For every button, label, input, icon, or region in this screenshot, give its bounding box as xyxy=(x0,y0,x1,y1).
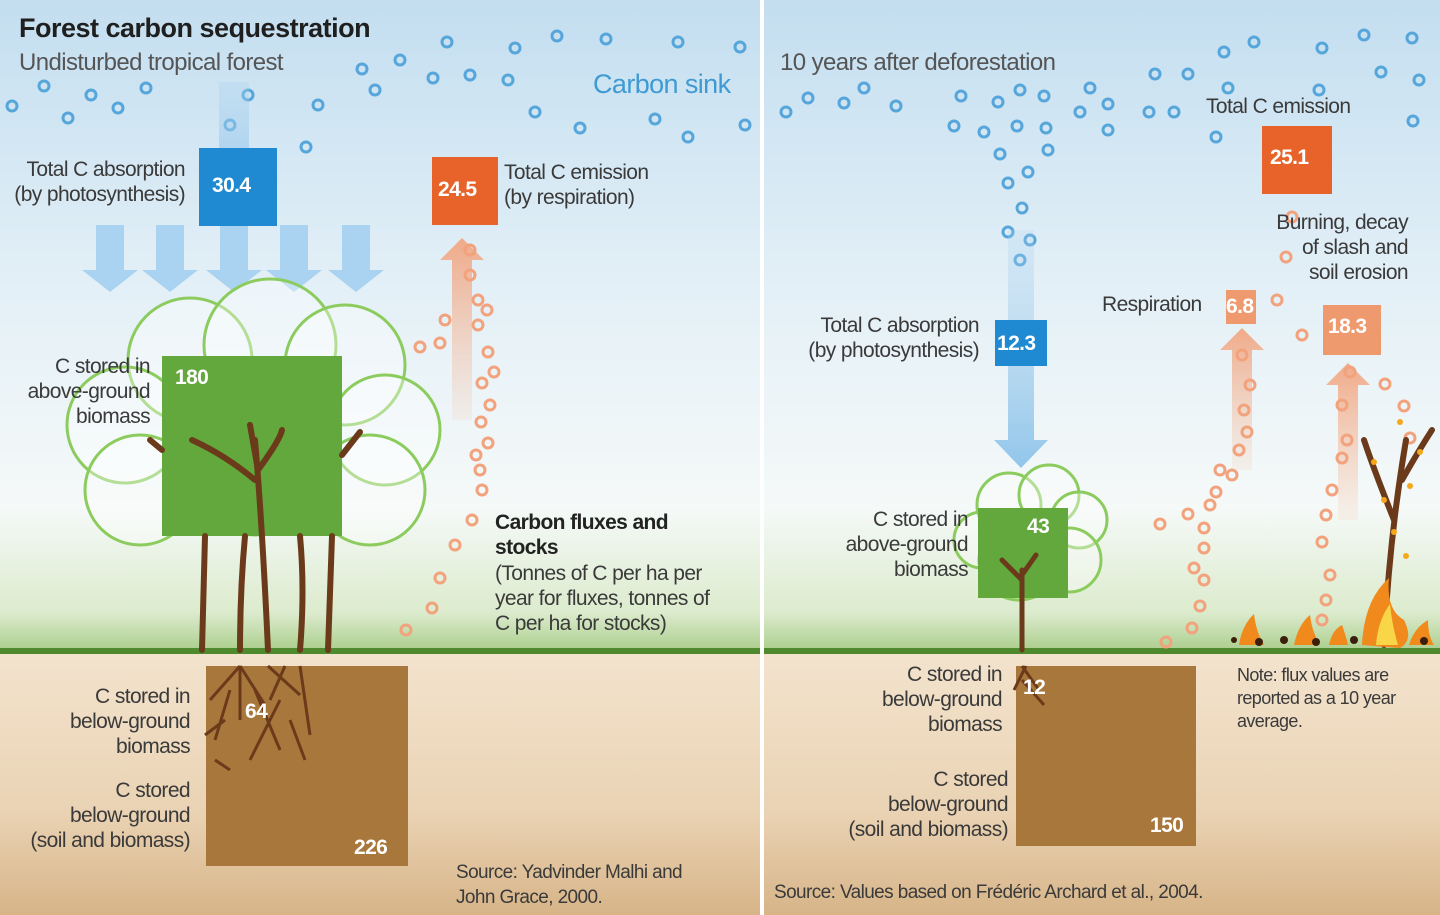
left-absorption-label: Total C absorption (by photosynthesis) xyxy=(14,158,185,206)
co2-bubbles-left xyxy=(5,29,752,154)
right-absorption-value: 12.3 xyxy=(997,332,1036,355)
undisturbed-forest-panel: Forest carbon sequestration Undisturbed … xyxy=(0,0,760,915)
respiration-label: Respiration xyxy=(1102,293,1202,316)
left-emission-value: 24.5 xyxy=(438,178,477,201)
left-below-biomass-value: 64 xyxy=(245,700,268,723)
burning-value: 18.3 xyxy=(1328,315,1367,338)
respiration-value: 6.8 xyxy=(1226,295,1254,318)
charred-debris xyxy=(1231,636,1428,646)
regrowth-trunk xyxy=(999,552,1039,653)
legend-text: (Tonnes of C per ha per year for fluxes,… xyxy=(495,562,710,635)
tree-trunks xyxy=(147,422,363,653)
burning-arrow xyxy=(1326,363,1370,520)
flux-note: Note: flux values are reported as a 10 y… xyxy=(1237,665,1396,731)
right-roots xyxy=(1012,665,1046,706)
right-emission-value: 25.1 xyxy=(1270,146,1309,169)
right-below-biomass-value: 12 xyxy=(1023,676,1046,699)
right-absorption-label: Total C absorption (by photosynthesis) xyxy=(808,314,979,362)
right-source: Source: Values based on Frédéric Archard… xyxy=(774,882,1203,903)
legend-title: Carbon fluxes and stocks xyxy=(495,511,669,559)
panel-divider xyxy=(760,0,764,915)
deforestation-panel: 10 years after deforestation Total C emi… xyxy=(764,0,1440,915)
right-above-ground-label: C stored in above-ground biomass xyxy=(845,508,969,581)
right-illustration xyxy=(779,28,1435,846)
right-below-total-label: C stored below-ground (soil and biomass) xyxy=(848,768,1008,841)
right-subtitle: 10 years after deforestation xyxy=(780,49,1056,76)
left-absorption-value: 30.4 xyxy=(212,174,251,197)
left-below-total-label: C stored below-ground (soil and biomass) xyxy=(30,779,190,852)
fire-core xyxy=(1376,604,1398,645)
left-illustration xyxy=(5,29,752,866)
page-title: Forest carbon sequestration xyxy=(19,13,371,43)
left-source: Source: Yadvinder Malhi and John Grace, … xyxy=(456,862,683,908)
ground-line xyxy=(764,648,1440,654)
emission-bubbles-right xyxy=(1153,210,1417,649)
left-below-biomass-label: C stored in below-ground biomass xyxy=(69,685,191,758)
left-above-ground-value: 180 xyxy=(175,366,209,389)
respiration-arrow xyxy=(1220,328,1264,470)
co2-bubbles-right xyxy=(779,28,1426,267)
right-below-biomass-label: C stored in below-ground biomass xyxy=(881,663,1003,736)
right-emission-label: Total C emission xyxy=(1206,95,1351,118)
left-subtitle: Undisturbed tropical forest xyxy=(19,49,284,76)
ground-line xyxy=(0,648,760,654)
burning-label: Burning, decay of slash and soil erosion xyxy=(1276,211,1408,284)
left-below-total-value: 226 xyxy=(354,836,388,859)
left-emission-label: Total C emission (by respiration) xyxy=(504,161,649,209)
absorption-arrows xyxy=(82,225,384,292)
fire xyxy=(1239,578,1434,648)
right-below-total-value: 150 xyxy=(1150,814,1184,837)
right-above-ground-value: 43 xyxy=(1027,515,1050,538)
roots xyxy=(204,664,312,772)
respiration-bubbles xyxy=(399,243,501,637)
right-below-ground-box xyxy=(1016,666,1196,846)
left-above-ground-label: C stored in above-ground biomass xyxy=(27,355,151,428)
embers xyxy=(1371,419,1423,559)
carbon-sink-label: Carbon sink xyxy=(593,69,731,99)
respiration-arrow xyxy=(440,238,484,420)
